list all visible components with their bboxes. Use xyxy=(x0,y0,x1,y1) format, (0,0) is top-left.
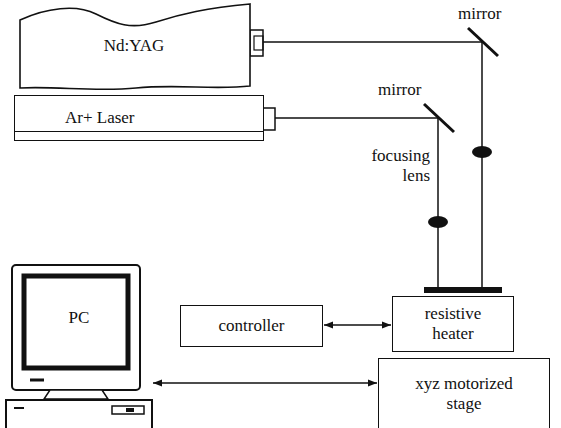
heater-box: resistive heater xyxy=(392,296,514,352)
laser-beam xyxy=(275,118,438,288)
laser-aperture xyxy=(254,36,263,50)
double-arrow xyxy=(153,382,377,384)
monitor xyxy=(12,265,140,390)
mirror-symbol xyxy=(424,104,454,132)
housing-line xyxy=(15,131,263,132)
node-label: Ar+ Laser xyxy=(65,108,135,128)
laser-aperture xyxy=(250,30,263,56)
lens-symbol xyxy=(428,216,448,228)
node-label: PC xyxy=(69,308,90,328)
laser-housing: Nd:YAG xyxy=(16,0,252,92)
mirror-label: mirror xyxy=(378,80,448,100)
drive-slot xyxy=(126,408,134,412)
double-arrow xyxy=(324,324,391,326)
node-label: controller xyxy=(218,316,284,336)
stage-box: xyz motorized stage xyxy=(378,358,550,428)
computer-node: PC xyxy=(6,265,152,428)
laser-beam xyxy=(263,42,482,288)
drive-slot xyxy=(112,406,144,414)
node-label: xyz motorized stage xyxy=(402,374,527,413)
laser-box: Ar+ Laser xyxy=(14,95,264,141)
computer-case xyxy=(6,400,152,428)
mirror-symbol xyxy=(468,28,498,56)
controller-box: controller xyxy=(180,305,323,347)
monitor-stand xyxy=(44,390,108,399)
monitor-screen xyxy=(24,276,128,368)
mirror-label: mirror xyxy=(458,4,528,24)
lens-symbol xyxy=(472,146,492,158)
case-detail xyxy=(14,407,24,409)
sample-plate xyxy=(424,287,502,293)
node-label: Nd:YAG xyxy=(104,36,164,56)
monitor-button xyxy=(30,379,44,382)
lens-label: focusing lens xyxy=(366,146,430,185)
node-label: resistive heater xyxy=(408,304,498,343)
